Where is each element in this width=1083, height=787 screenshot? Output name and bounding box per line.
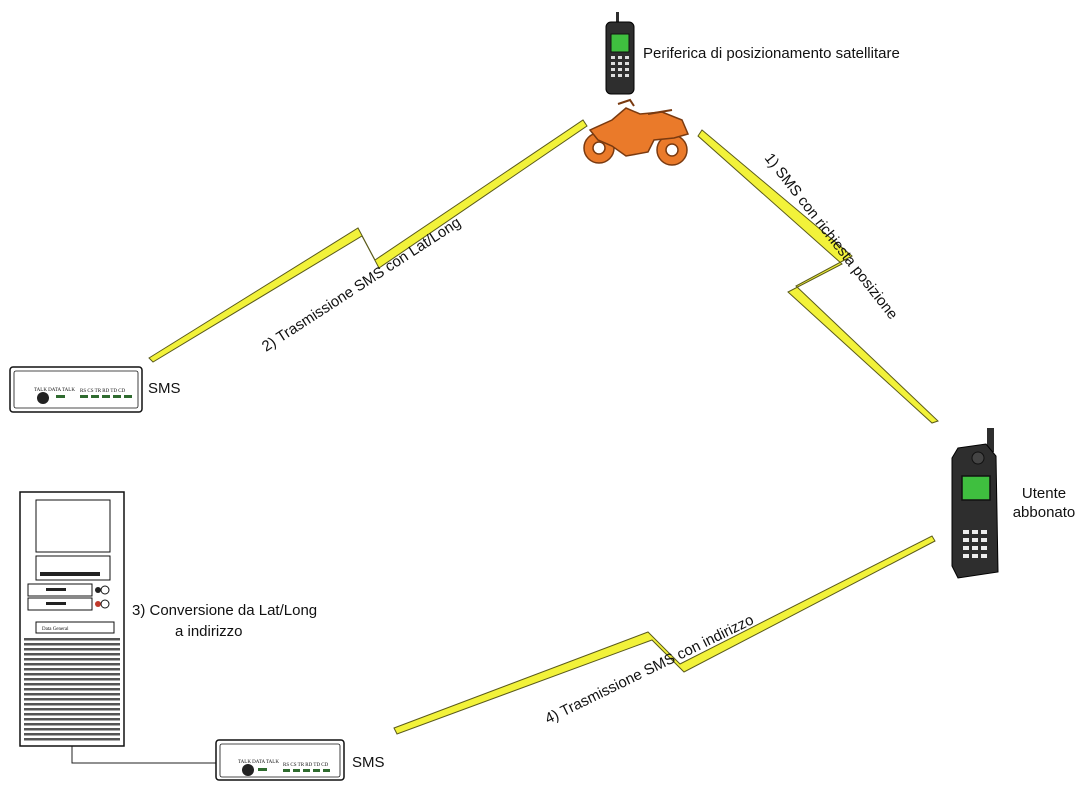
user-phone-label-line2: abbonato <box>1013 504 1076 521</box>
server-icon: Data General <box>19 491 125 747</box>
gps-device: Periferica di posizionamento satellitare <box>605 12 900 95</box>
link-step4-label: 4) Trasmissione SMS con indirizzo <box>542 611 756 727</box>
gps-device-label: Periferica di posizionamento satellitare <box>643 45 900 62</box>
modem-top: TALK DATA TALK RS CS TR RD TD CD SMS <box>9 366 181 413</box>
gps-device-icon <box>605 12 635 95</box>
modem-bottom-panel-right: RS CS TR RD TD CD <box>283 763 329 768</box>
link-step1-label: 1) SMS con richiesta posizione <box>761 150 901 323</box>
motorcycle-icon <box>583 98 690 166</box>
modem-bottom-label: SMS <box>352 754 385 771</box>
modem-bottom-panel-left: TALK DATA TALK <box>238 760 279 765</box>
server-label-line2: a indirizzo <box>175 623 243 640</box>
user-phone: Utente abbonato <box>951 428 1076 579</box>
server: Data General <box>19 491 317 747</box>
modem-top-label: SMS <box>148 380 181 397</box>
lightning-bolt-step2 <box>148 119 588 363</box>
modem-top-panel-right: RS CS TR RD TD CD <box>80 389 126 394</box>
modem-top-panel-left: TALK DATA TALK <box>34 388 75 393</box>
user-phone-label-line1: Utente <box>1022 485 1066 502</box>
lightning-bolt-step1 <box>697 129 939 424</box>
user-phone-icon <box>951 428 999 579</box>
lightning-step1 <box>697 129 939 424</box>
server-brand: Data General <box>42 627 69 632</box>
lightning-step4 <box>393 535 936 735</box>
lightning-step2 <box>148 119 588 363</box>
modem-top-icon: TALK DATA TALK RS CS TR RD TD CD <box>9 366 143 413</box>
modem-bottom-icon: TALK DATA TALK RS CS TR RD TD CD <box>215 739 345 781</box>
modem-bottom: TALK DATA TALK RS CS TR RD TD CD SMS <box>215 739 385 781</box>
server-label-line1: 3) Conversione da Lat/Long <box>132 602 317 619</box>
lightning-bolt-step4 <box>393 535 936 735</box>
server-modem-cable <box>71 745 216 764</box>
server-grille <box>24 638 120 741</box>
